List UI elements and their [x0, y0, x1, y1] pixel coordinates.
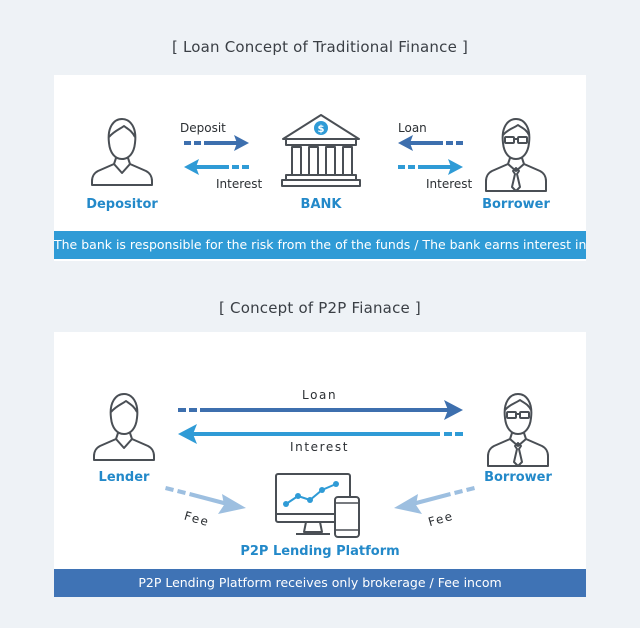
depositor-label: Depositor: [86, 197, 158, 212]
loan-arrow-left: [398, 135, 463, 151]
p2p-interest-label: Interest: [290, 440, 350, 454]
lender-person-icon: [93, 393, 155, 461]
borrower-person-with-tie-icon: [485, 118, 547, 192]
p2p-banner: P2P Lending Platform receives only broke…: [54, 569, 586, 597]
p2p-interest-arrow: [178, 424, 463, 444]
traditional-banner: The bank is responsible for the risk fro…: [54, 231, 586, 259]
interest-label-left: Interest: [216, 177, 263, 191]
bank-label: BANK: [300, 197, 342, 212]
p2p-loan-label: Loan: [302, 388, 338, 402]
fee-arrow-right: [394, 486, 475, 514]
p2p-loan-arrow: [178, 400, 463, 420]
traditional-panel: Depositor Deposit Interest: [54, 75, 586, 261]
platform-label: P2P Lending Platform: [240, 544, 400, 559]
lender-label: Lender: [98, 470, 150, 485]
p2p-panel: Lender Loan Interest Borrower: [54, 332, 586, 597]
interest-label-right: Interest: [426, 177, 473, 191]
svg-text:$: $: [318, 124, 325, 135]
deposit-arrow: [184, 135, 249, 151]
smartphone-icon: [334, 496, 360, 538]
dollar-coin-icon: $: [314, 121, 328, 135]
p2p-borrower-label: Borrower: [484, 470, 552, 485]
borrower-label: Borrower: [482, 197, 550, 212]
depositor-person-icon: [91, 118, 153, 186]
traditional-title: [ Loan Concept of Traditional Finance ]: [171, 38, 469, 56]
bank-building-icon: $: [281, 114, 361, 187]
deposit-label: Deposit: [180, 121, 226, 135]
loan-label: Loan: [398, 121, 427, 135]
interest-arrow-right: [398, 159, 463, 175]
p2p-title: [ Concept of P2P Fianace ]: [219, 299, 421, 317]
interest-arrow-left: [184, 159, 249, 175]
fee-arrow-left: [165, 486, 246, 514]
p2p-borrower-person-with-tie-icon: [487, 393, 549, 467]
